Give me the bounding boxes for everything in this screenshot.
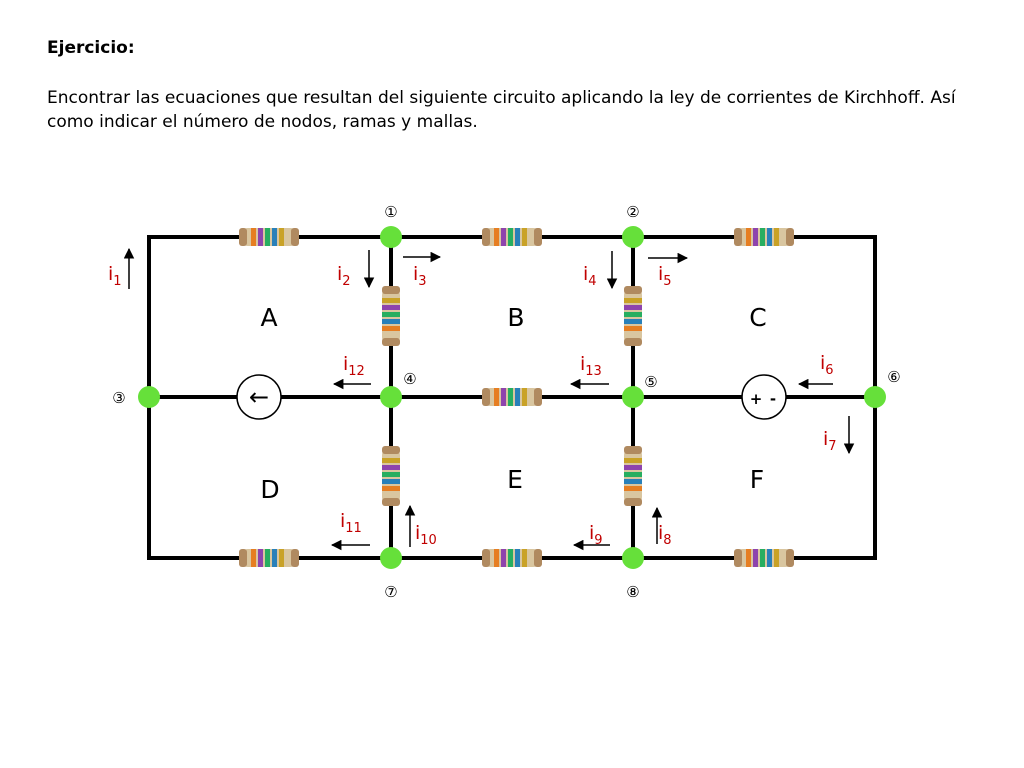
resistor-bottom-right <box>734 549 794 567</box>
node-2 <box>622 226 644 248</box>
current-label-i2: i2 <box>337 263 351 289</box>
resistor-lower-left-vertical <box>382 446 400 506</box>
circuit-nodes <box>138 226 886 569</box>
node-7 <box>380 547 402 569</box>
node-3 <box>138 386 160 408</box>
current-label-i3: i3 <box>413 263 427 289</box>
current-label-i9: i9 <box>589 522 603 548</box>
current-label-i12: i12 <box>343 353 365 379</box>
node-4 <box>380 386 402 408</box>
node-label-8: ⑧ <box>626 583 639 601</box>
resistor-upper-right-vertical <box>624 286 642 346</box>
voltage-source: + - <box>741 374 787 420</box>
node-label-4: ④ <box>403 370 416 388</box>
mesh-label-d: D <box>260 475 279 504</box>
current-label-i10: i10 <box>415 522 437 548</box>
resistor-bottom-middle <box>482 549 542 567</box>
node-label-5: ⑤ <box>644 373 657 391</box>
node-label-1: ① <box>384 203 397 221</box>
node-label-2: ② <box>626 203 639 221</box>
resistor-middle-center <box>482 388 542 406</box>
node-label-3: ③ <box>112 389 125 407</box>
current-arrows <box>123 247 855 551</box>
node-1 <box>380 226 402 248</box>
node-6 <box>864 386 886 408</box>
current-label-i5: i5 <box>658 263 672 289</box>
mesh-label-c: C <box>749 303 766 332</box>
current-label-i6: i6 <box>820 352 834 378</box>
mesh-label-b: B <box>507 303 524 332</box>
node-8 <box>622 547 644 569</box>
resistor-lower-right-vertical <box>624 446 642 506</box>
resistor-upper-left-vertical <box>382 286 400 346</box>
resistor-bottom-left <box>239 549 299 567</box>
resistor-top-middle <box>482 228 542 246</box>
node-label-6: ⑥ <box>887 368 900 386</box>
mesh-label-a: A <box>260 303 277 332</box>
current-label-i7: i7 <box>823 428 837 454</box>
current-label-i13: i13 <box>580 353 602 379</box>
voltage-source-plus: + <box>750 390 763 408</box>
mesh-label-f: F <box>750 465 764 494</box>
node-5 <box>622 386 644 408</box>
current-label-i11: i11 <box>340 510 362 536</box>
current-source-arrow-icon: ← <box>249 383 269 411</box>
exercise-instruction: Encontrar las ecuaciones que resultan de… <box>47 88 956 132</box>
resistor-top-right <box>734 228 794 246</box>
mesh-label-e: E <box>507 465 523 494</box>
resistor-top-left <box>239 228 299 246</box>
exercise-heading: Ejercicio: <box>47 38 135 58</box>
current-label-i4: i4 <box>583 263 597 289</box>
current-label-i8: i8 <box>658 522 672 548</box>
current-label-i1: i1 <box>108 263 122 289</box>
current-source: ← <box>236 374 282 420</box>
voltage-source-minus: - <box>770 390 776 408</box>
node-label-7: ⑦ <box>384 583 397 601</box>
